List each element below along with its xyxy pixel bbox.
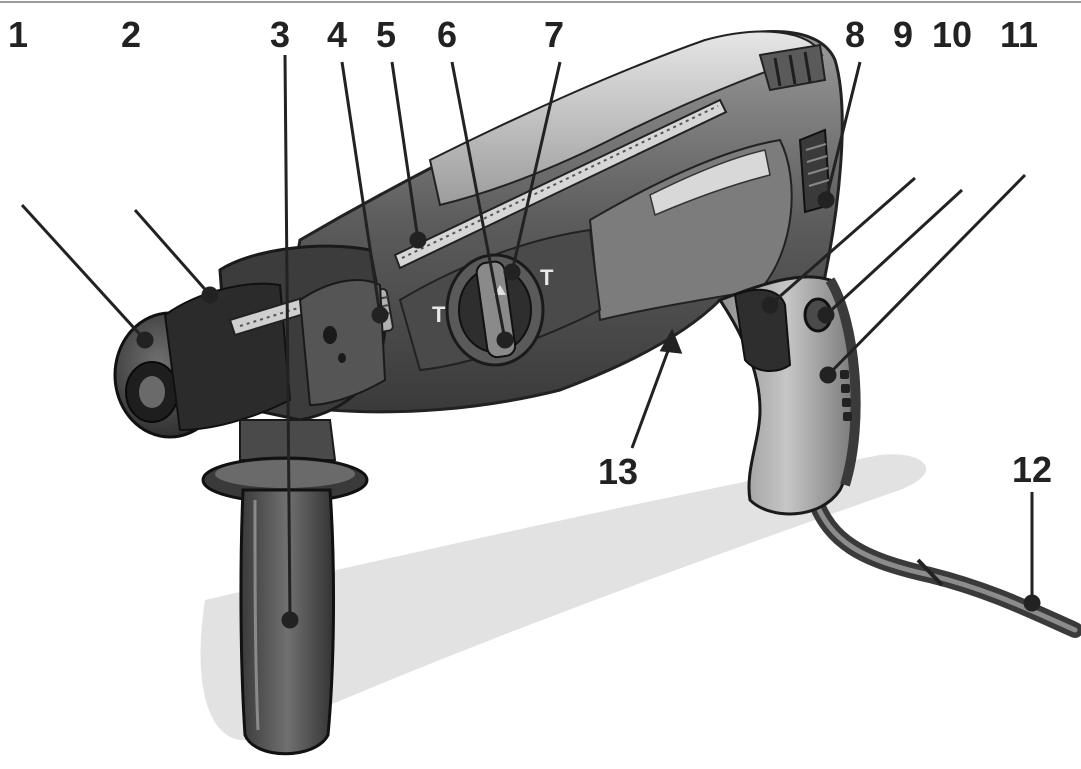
- leader-dot-12: [1023, 594, 1041, 612]
- leader-line-1: [20, 203, 147, 342]
- leader-dot-7: [503, 263, 521, 281]
- floor-shadow: [200, 454, 927, 741]
- grip-dot: [843, 412, 852, 421]
- leader-line-6: [450, 61, 507, 341]
- callout-4: 4: [327, 14, 347, 55]
- grip-dot: [842, 398, 851, 407]
- callout-5: 5: [376, 14, 396, 55]
- leader-line-11: [826, 173, 1027, 377]
- leader-lines: [20, 54, 1041, 629]
- callout-8: 8: [845, 14, 865, 55]
- leader-arrow-13: [659, 328, 683, 354]
- leader-dot-3: [281, 611, 299, 629]
- side-highlight: [649, 149, 771, 217]
- callout-7: 7: [544, 14, 564, 55]
- leader-line-5: [390, 61, 420, 241]
- leader-line-4: [340, 61, 382, 316]
- leader-line-7: [510, 61, 562, 273]
- auxiliary-handle-collar: [298, 279, 387, 407]
- callout-12: 12: [1012, 449, 1052, 490]
- leader-line-8: [824, 61, 862, 201]
- leader-line-9: [769, 176, 916, 307]
- callout-1: 1: [8, 14, 28, 55]
- leader-line-3: [283, 54, 292, 621]
- power-cord: [807, 492, 1081, 638]
- leader-dot-2: [201, 286, 219, 304]
- leader-dot-4: [371, 306, 389, 324]
- leader-line-10: [824, 188, 964, 317]
- leader-dot-9: [761, 296, 779, 314]
- callout-labels: 1 2 3 4 5 6 7 8 9 10 11 12 13: [8, 14, 1052, 492]
- leader-dot-10: [817, 306, 835, 324]
- leader-dot-6: [496, 331, 514, 349]
- callout-9: 9: [893, 14, 913, 55]
- cord-sleeve-ring: [916, 558, 944, 587]
- callout-2: 2: [121, 14, 141, 55]
- mode-symbol-right: T: [540, 265, 554, 290]
- leader-dot-1: [136, 331, 154, 349]
- leader-dot-8: [817, 191, 835, 209]
- leader-dot-5: [409, 231, 427, 249]
- side-panel: [588, 138, 793, 322]
- callout-10: 10: [932, 14, 972, 55]
- grip-dot: [841, 384, 850, 393]
- mode-symbol-left: T: [432, 302, 446, 327]
- mode-selector-panel: T T: [398, 228, 602, 372]
- grip-dot: [840, 370, 849, 379]
- leader-line-2: [133, 209, 212, 296]
- depth-gauge-rail: [393, 98, 728, 270]
- callout-11: 11: [1000, 14, 1038, 55]
- callout-13: 13: [598, 451, 638, 492]
- callout-3: 3: [270, 14, 290, 55]
- leader-dot-11: [819, 366, 837, 384]
- callout-6: 6: [437, 14, 457, 55]
- leader-line-13: [630, 339, 674, 449]
- chuck-assembly: [113, 244, 394, 439]
